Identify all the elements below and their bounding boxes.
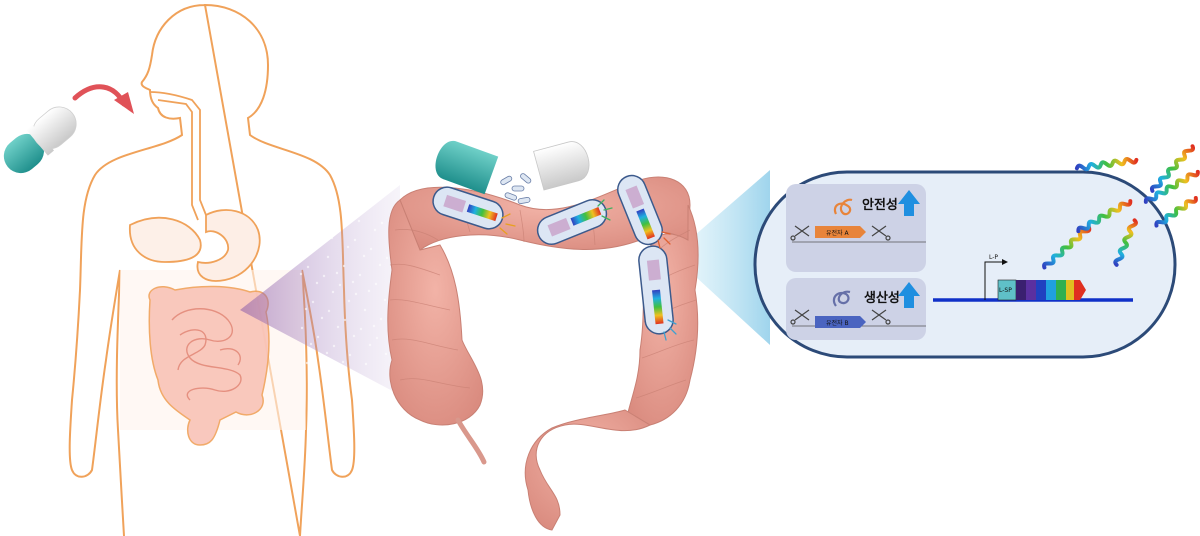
beam-dot xyxy=(373,228,377,232)
gene-b-block xyxy=(815,316,866,328)
beam-dot xyxy=(332,344,336,348)
liver xyxy=(129,216,202,263)
beam-dot xyxy=(359,327,363,331)
beam-dot xyxy=(383,298,387,302)
magnified-cell: 유전자 A 안전성 유전자 B 생산성 L-P xyxy=(753,170,1177,359)
human-body xyxy=(68,3,356,536)
bacterium xyxy=(432,186,504,230)
peptide-helix xyxy=(1143,169,1200,204)
protein-b-icon xyxy=(832,290,851,307)
beam-dot xyxy=(378,263,382,267)
beam-dot xyxy=(322,274,326,278)
gene-b-label: 유전자 B xyxy=(826,319,849,327)
beam-dot xyxy=(298,218,302,222)
beam-dot xyxy=(379,317,383,321)
beam-dot xyxy=(330,236,334,240)
capsule-open xyxy=(435,141,590,205)
beam-dot xyxy=(315,281,319,285)
protein-a-icon xyxy=(833,198,853,216)
beam-dot xyxy=(351,280,355,284)
capsule-pill-left xyxy=(3,106,77,174)
gene-a-label: 유전자 A xyxy=(826,229,849,237)
beam-dot xyxy=(309,342,313,346)
beam-dot xyxy=(347,299,351,303)
beam-dot xyxy=(310,246,314,250)
beam-dot xyxy=(341,360,345,364)
beam-dot xyxy=(367,289,371,293)
beam-dot xyxy=(301,230,305,234)
beam-dot xyxy=(321,220,325,224)
beam-dot xyxy=(326,255,330,259)
promoter-label: L-P xyxy=(989,254,998,261)
beam-dot xyxy=(342,264,346,268)
beam-dot xyxy=(314,227,318,231)
beam-dot xyxy=(384,352,388,356)
esophagus xyxy=(149,91,207,216)
gene-a-block xyxy=(815,226,866,238)
trait-safety-label: 안전성 xyxy=(862,197,898,213)
beam-dot xyxy=(346,245,350,249)
beam-dot xyxy=(331,290,335,294)
peptide-helix xyxy=(1113,218,1138,267)
beam-dot xyxy=(335,271,339,275)
bacterium xyxy=(638,245,674,335)
peptide-helix xyxy=(1149,144,1196,193)
signal-peptide-label: L-SP xyxy=(999,287,1012,294)
expression-construct: L-P L-SP xyxy=(933,254,1133,302)
beam-dot xyxy=(317,239,321,243)
beam-dot xyxy=(354,292,358,296)
gene-box-safety: 유전자 A 안전성 xyxy=(786,184,926,272)
beam-dot xyxy=(385,256,389,260)
promoter-arrow xyxy=(984,261,1002,300)
beam-dot xyxy=(316,335,320,339)
beam-dot xyxy=(352,334,356,338)
stomach xyxy=(196,209,261,282)
peptide-helix xyxy=(1076,199,1133,234)
beam-dot xyxy=(368,343,372,347)
beam-dot xyxy=(325,351,329,355)
beam-dot xyxy=(348,353,352,357)
secreted-peptides xyxy=(1042,144,1200,270)
beam-dot xyxy=(338,283,342,287)
bacterium xyxy=(617,174,663,246)
peptide-cassette xyxy=(1016,280,1086,300)
beam-dot xyxy=(336,325,340,329)
zoom-beam-right xyxy=(672,170,770,345)
beam-dot xyxy=(372,324,376,328)
peptide-helix xyxy=(1154,196,1198,228)
swallow-arrow-head xyxy=(114,92,134,114)
beam-dot xyxy=(353,238,357,242)
peptide-helix xyxy=(1074,156,1139,172)
peptide-helix xyxy=(1042,225,1092,270)
small-intestine xyxy=(171,308,242,401)
beam-dot xyxy=(357,219,361,223)
beam-dot xyxy=(299,272,303,276)
beam-dot xyxy=(358,273,362,277)
beam-dot xyxy=(306,265,310,269)
beam-dot xyxy=(327,309,331,313)
beam-dots-left xyxy=(298,218,395,366)
trait-productivity-label: 생산성 xyxy=(864,290,900,306)
beam-dot xyxy=(364,362,368,366)
beam-dot xyxy=(304,307,308,311)
beam-dot xyxy=(343,318,347,322)
beam-dot xyxy=(374,282,378,286)
beam-dot xyxy=(362,254,366,258)
beam-dot xyxy=(311,300,315,304)
beam-dot xyxy=(337,229,341,233)
bacteria-group xyxy=(432,174,677,341)
beam-dot xyxy=(305,361,309,365)
up-arrow-icon xyxy=(898,190,920,216)
beam-dot xyxy=(375,336,379,340)
beam-dot xyxy=(300,326,304,330)
bacterium xyxy=(536,199,608,245)
zoom-beam-left xyxy=(240,185,400,395)
beam-dot xyxy=(369,247,373,251)
gene-box-productivity: 유전자 B 생산성 xyxy=(786,278,926,340)
up-arrow-icon xyxy=(898,282,920,308)
beam-dot xyxy=(320,316,324,320)
beam-dot xyxy=(380,221,384,225)
beam-dot xyxy=(363,308,367,312)
